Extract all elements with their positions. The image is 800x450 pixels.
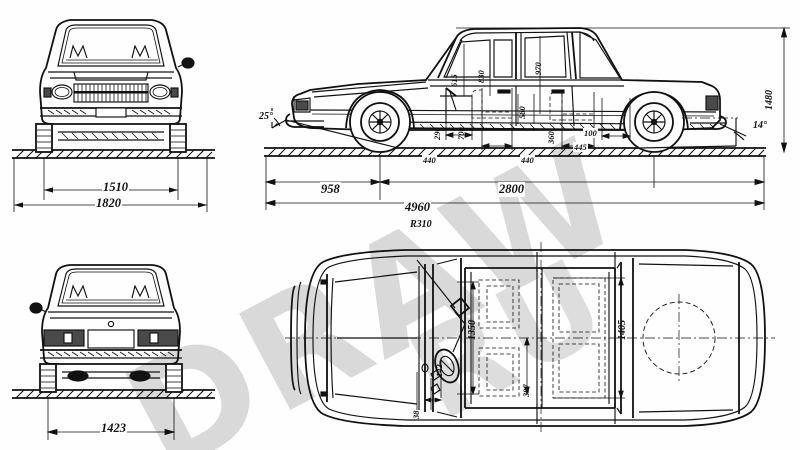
dim-700: 700 [456, 127, 466, 140]
ground-line-side [264, 147, 766, 157]
dim-front-shoulder: 1350 [467, 320, 478, 340]
dim-rear-shoulder: 1405 [617, 320, 628, 340]
dim-approach-angle: 25° [258, 111, 274, 122]
dim-rear-track: 1423 [100, 421, 127, 436]
dim-front-overhang: 958 [320, 182, 341, 197]
dim-440-rear: 440 [520, 155, 535, 165]
dim-100-a: 100 [583, 128, 598, 138]
dim-front-track: 1510 [102, 180, 129, 195]
side-dimensions [264, 26, 790, 210]
plan-body-outline [285, 242, 775, 434]
dim-wheelbase: 2800 [498, 182, 525, 197]
side-body-outline [285, 27, 738, 153]
dim-overall-height: 1480 [764, 90, 775, 110]
dim-830: 830 [476, 70, 486, 83]
rear-body-outline [29, 264, 183, 393]
front-elevation-view [0, 0, 260, 215]
dim-steering-radius: R310 [409, 219, 433, 230]
dim-290: 290 [432, 127, 442, 140]
dim-615: 615 [449, 74, 459, 87]
plan-dimensions [416, 276, 625, 410]
dim-departure-angle: 14° [752, 120, 768, 131]
plan-view [265, 228, 800, 450]
rear-elevation-view [0, 240, 260, 450]
dim-580: 580 [517, 106, 527, 119]
dim-pedal-offset: 142 [434, 364, 444, 377]
departure-angle-marker [639, 118, 747, 149]
dim-440-front: 440 [422, 155, 437, 165]
dim-360: 360 [546, 131, 556, 144]
dim-445: 445 [573, 142, 588, 152]
dim-pedal-spacing: 38 [411, 410, 421, 420]
dim-970: 970 [533, 62, 543, 75]
dim-seat-offset: 397 [521, 384, 531, 397]
side-interior-dimension-leaders [444, 36, 632, 150]
dim-overall-length: 4960 [404, 200, 431, 215]
side-elevation-view [250, 0, 800, 215]
front-body-outline [35, 19, 195, 153]
dim-overall-width: 1820 [95, 196, 122, 211]
